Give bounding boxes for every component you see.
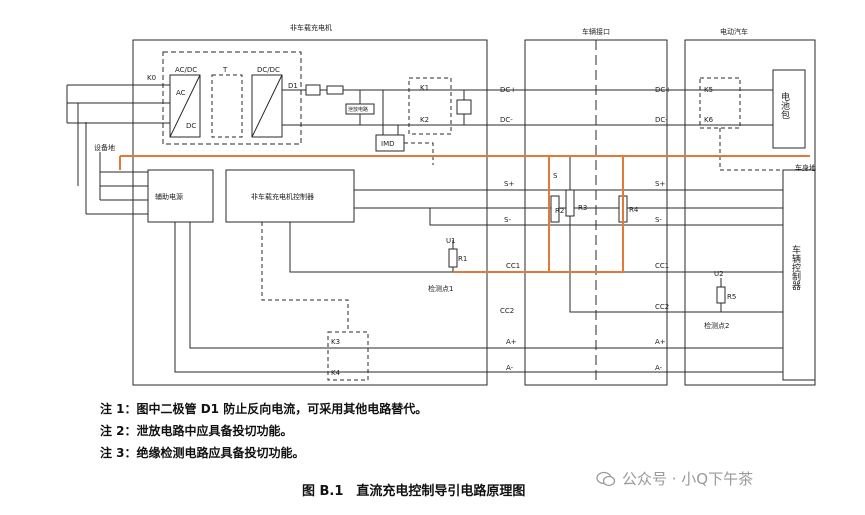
k6-label: K6 <box>704 116 714 124</box>
s-minus-left: S- <box>504 216 511 224</box>
k2-top-label: K2 <box>420 116 429 124</box>
k5-k6-group <box>699 77 741 129</box>
note-1: 注 1：图中二极管 D1 防止反向电流，可采用其他电路替代。 <box>100 402 428 416</box>
k5-label: K5 <box>704 86 713 94</box>
u1-label: U1 <box>446 237 456 245</box>
u2-label: U2 <box>714 270 724 278</box>
chassis-label: 车身地 <box>795 163 816 172</box>
k0-label: K0 <box>147 74 156 82</box>
figure-caption: 图 B.1 直流充电控制导引电路原理图 <box>302 484 526 499</box>
k3-label: K3 <box>331 338 340 346</box>
a-plus-left: A+ <box>506 338 517 346</box>
small-box-2 <box>326 85 344 95</box>
note-2: 注 2：泄放电路中应具备投切功能。 <box>100 424 293 438</box>
watermark-text: 公众号 · 小Q下午茶 <box>622 470 754 488</box>
transformer-box <box>211 74 243 138</box>
dc-dc-box <box>251 74 283 138</box>
discharge-box-2 <box>456 99 472 115</box>
a-plus-right: A+ <box>655 338 666 346</box>
converter-group-box <box>162 51 302 145</box>
electric-vehicle-label: 电动汽车 <box>720 27 748 36</box>
r3-label: R3 <box>578 204 587 212</box>
dc-minus-right: DC- <box>655 116 668 124</box>
small-box-1 <box>305 84 321 96</box>
s-switch-label: S <box>553 172 558 180</box>
r4-label: R4 <box>629 206 639 214</box>
r3-resistor <box>565 189 575 217</box>
transformer-label: T <box>222 66 228 74</box>
wechat-icon <box>596 471 616 487</box>
aux-power-box <box>147 169 214 223</box>
r2-label: R2 <box>555 207 564 215</box>
r1-label: R1 <box>458 255 467 263</box>
det2-label: 检测点2 <box>704 321 729 330</box>
a-minus-left: A- <box>506 364 514 372</box>
det1-label: 检测点1 <box>428 284 453 293</box>
vehicle-controller-label: 车辆控制器 <box>790 244 801 290</box>
dc-plus-left: DC+ <box>500 86 516 94</box>
battery-label-1: 电池包 <box>779 91 790 119</box>
ac-dc-box <box>169 74 201 138</box>
aux-power-label: 辅助电源 <box>155 192 183 201</box>
s-plus-right: S+ <box>655 180 665 188</box>
note-3: 注 3：绝缘检测电路应具备投切功能。 <box>100 446 305 460</box>
k1-top-label: K1 <box>420 84 429 92</box>
cc2-right: CC2 <box>655 303 669 311</box>
r2-resistor <box>550 195 560 223</box>
r5-resistor <box>716 286 726 304</box>
k1-k2-group <box>408 77 452 135</box>
diode-label: D1 <box>288 82 298 90</box>
discharge-label: 泄放电路 <box>348 106 368 113</box>
dc-minus-left: DC- <box>500 116 513 124</box>
k4-label: K4 <box>331 369 341 377</box>
vehicle-interface-label: 车辆接口 <box>582 27 610 36</box>
battery-box <box>772 69 806 149</box>
s-plus-left: S+ <box>504 180 514 188</box>
ac-dc-label: AC/DC <box>175 66 197 74</box>
dc-plus-right: DC+ <box>655 86 671 94</box>
r1-resistor <box>448 248 458 268</box>
controller-label: 非车载充电机控制器 <box>251 192 314 201</box>
k3-k4-group <box>327 331 369 381</box>
cc1-left: CC1 <box>506 262 520 270</box>
ac-label: AC <box>176 89 186 97</box>
imd-label: IMD <box>381 140 395 148</box>
cc1-right: CC1 <box>655 262 669 270</box>
ground-label: 设备地 <box>94 143 115 152</box>
vehicle-controller-box <box>782 169 816 381</box>
dc-label: DC <box>186 122 196 130</box>
cc2-left: CC2 <box>500 307 514 315</box>
offboard-charger-box <box>132 39 488 386</box>
watermark: 公众号 · 小Q下午茶 <box>596 468 753 489</box>
r5-label: R5 <box>727 293 736 301</box>
dc-dc-label: DC/DC <box>257 66 280 74</box>
s-minus-right: S- <box>655 216 662 224</box>
notes: 注 1：图中二极管 D1 防止反向电流，可采用其他电路替代。 注 2：泄放电路中… <box>100 398 427 464</box>
a-minus-right: A- <box>655 364 663 372</box>
offboard-charger-label: 非车载充电机 <box>290 23 332 32</box>
